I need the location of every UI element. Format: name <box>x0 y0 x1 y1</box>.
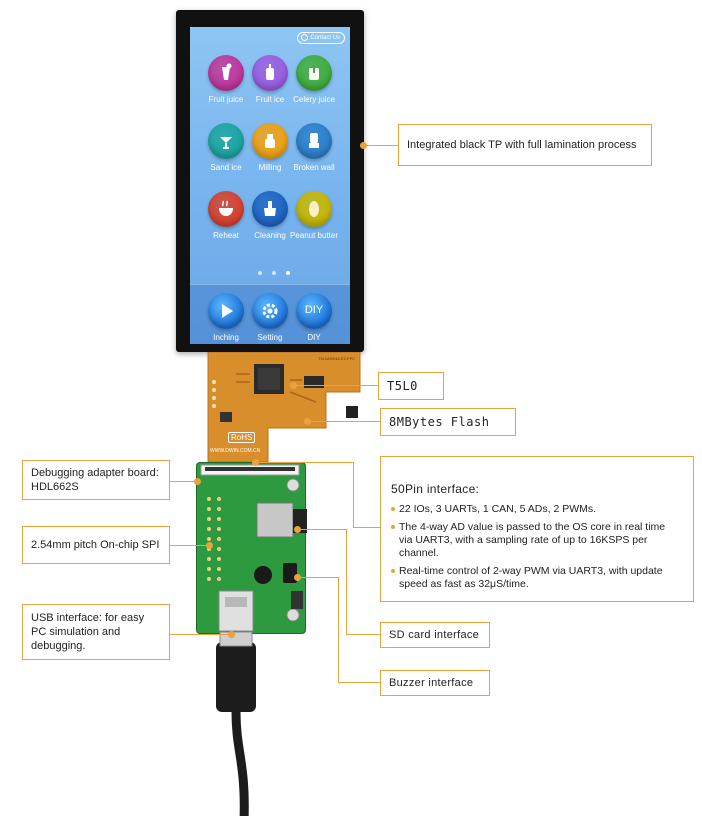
callout-t5l0: T5L0 <box>378 372 444 400</box>
app-broken-wall-button[interactable]: Broken wall <box>284 123 344 172</box>
callout-dot-usb <box>228 631 235 638</box>
callout-dot-t5l0 <box>290 382 297 389</box>
broken-wall-icon <box>296 123 332 159</box>
callout-50pin: 50Pin interface: 22 IOs, 3 UARTs, 1 CAN,… <box>380 456 694 602</box>
callout-line-debug-board <box>170 481 198 482</box>
sand-ice-icon <box>208 123 244 159</box>
callout-50pin-item: 22 IOs, 3 UARTs, 1 CAN, 5 ADs, 2 PWMs. <box>391 503 681 516</box>
diy-button[interactable]: DIY DIY <box>284 293 344 342</box>
callout-line-50pin-h <box>256 462 354 463</box>
app-fruit-juice-button[interactable]: Fruit juice <box>196 55 256 104</box>
callout-line-tp <box>364 145 398 146</box>
callout-line-sd-h <box>298 529 346 530</box>
callout-debug-board-text: Debugging adapter board: HDL662S <box>31 467 159 493</box>
callout-dot-sd <box>294 526 301 533</box>
callout-t5l0-text: T5L0 <box>387 379 418 393</box>
callout-line-buzzer-v <box>338 577 339 683</box>
app-label: Peanut butter <box>289 231 339 240</box>
fruit-ice-icon <box>252 55 288 91</box>
app-reheat-button[interactable]: Reheat <box>196 191 256 240</box>
callout-buzzer-text: Buzzer interface <box>389 677 474 689</box>
app-label: Celery juice <box>293 95 335 104</box>
callout-line-sd-h2 <box>346 634 380 635</box>
callout-50pin-item-text: The 4-way AD value is passed to the OS c… <box>399 521 666 559</box>
page-dot <box>272 271 276 275</box>
play-icon <box>208 293 244 329</box>
callout-line-flash <box>308 421 380 422</box>
callout-tp: Integrated black TP with full lamination… <box>398 124 652 166</box>
pcb-marking: T5L0ASE48-E2-FPC <box>318 356 356 361</box>
peanut-butter-icon <box>296 191 332 227</box>
inching-button[interactable]: Inching <box>196 293 256 342</box>
page-dot <box>258 271 262 275</box>
app-celery-juice-button[interactable]: Celery juice <box>284 55 344 104</box>
app-label: Broken wall <box>293 163 335 172</box>
callout-flash: 8MBytes Flash <box>380 408 516 436</box>
callout-50pin-title: 50Pin interface: <box>391 482 480 496</box>
callout-spi: 2.54mm pitch On-chip SPI <box>22 526 170 564</box>
callout-line-sd-v <box>346 529 347 635</box>
rohs-mark: RoHS <box>228 432 256 443</box>
page-indicator <box>258 271 290 275</box>
callout-debug-board: Debugging adapter board: HDL662S <box>22 460 170 500</box>
app-label: Sand ice <box>210 163 242 172</box>
callout-line-t5l0 <box>294 385 378 386</box>
callout-usb-text: USB interface: for easy PC simulation an… <box>31 612 145 652</box>
bottom-dock: Inching Setting DIY DIY <box>190 284 350 344</box>
app-label: Fruit ice <box>255 95 285 104</box>
celery-juice-icon <box>296 55 332 91</box>
callout-tp-text: Integrated black TP with full lamination… <box>407 139 637 151</box>
callout-sd: SD card interface <box>380 622 490 648</box>
app-fruit-ice-button[interactable]: Fruit ice <box>240 55 300 104</box>
touch-screen: Contact Us Fruit juice Fruit ice Celery ju… <box>190 27 350 344</box>
usb-cable <box>216 632 256 816</box>
app-label: Milling <box>258 163 282 172</box>
contact-us-button[interactable]: Contact Us <box>297 32 345 44</box>
app-label: Reheat <box>213 231 239 240</box>
callout-line-50pin-v <box>353 462 354 528</box>
reheat-icon <box>208 191 244 227</box>
pcb-url: WWW.DWIN.COM.CN <box>210 448 261 454</box>
callout-dot-debug-board <box>194 478 201 485</box>
callout-line-buzzer-h <box>298 577 338 578</box>
callout-dot-spi <box>206 542 213 549</box>
callout-dot-tp <box>360 142 367 149</box>
app-label: Cleaning <box>254 231 286 240</box>
app-cleaning-button[interactable]: Cleaning <box>240 191 300 240</box>
callout-buzzer: Buzzer interface <box>380 670 490 696</box>
callout-dot-50pin <box>252 459 259 466</box>
app-peanut-butter-button[interactable]: Peanut butter <box>284 191 344 240</box>
lcd-module: Contact Us Fruit juice Fruit ice Celery ju… <box>176 10 364 352</box>
callout-line-50pin-h2 <box>353 527 380 528</box>
page-dot-active <box>286 271 290 275</box>
flex-pcb: T5L0ASE48-E2-FPC RoHS WWW.DWIN.COM.CN <box>206 352 362 462</box>
callout-50pin-item: Real-time control of 2-way PWM via UART3… <box>391 565 681 591</box>
cleaning-icon <box>252 191 288 227</box>
debug-adapter-board <box>196 462 307 634</box>
gear-icon <box>252 293 288 329</box>
callout-50pin-item-text: 22 IOs, 3 UARTs, 1 CAN, 5 ADs, 2 PWMs. <box>399 503 597 515</box>
callout-dot-buzzer <box>294 574 301 581</box>
fruit-juice-icon <box>208 55 244 91</box>
setting-button[interactable]: Setting <box>240 293 300 342</box>
headset-icon <box>301 34 309 41</box>
diy-icon: DIY <box>296 293 332 329</box>
callout-dot-flash <box>304 418 311 425</box>
callout-spi-text: 2.54mm pitch On-chip SPI <box>31 539 160 551</box>
callout-50pin-item: The 4-way AD value is passed to the OS c… <box>391 521 681 560</box>
app-label: Fruit juice <box>208 95 244 104</box>
app-sand-ice-button[interactable]: Sand ice <box>196 123 256 172</box>
callout-flash-text: 8MBytes Flash <box>389 415 490 429</box>
callout-sd-text: SD card interface <box>389 629 480 641</box>
callout-line-usb <box>170 634 232 635</box>
milling-icon <box>252 123 288 159</box>
callout-50pin-item-text: Real-time control of 2-way PWM via UART3… <box>399 565 663 590</box>
callout-line-buzzer-h2 <box>338 682 380 683</box>
app-milling-button[interactable]: Milling <box>240 123 300 172</box>
callout-usb: USB interface: for easy PC simulation an… <box>22 604 170 660</box>
callout-line-spi <box>170 545 210 546</box>
